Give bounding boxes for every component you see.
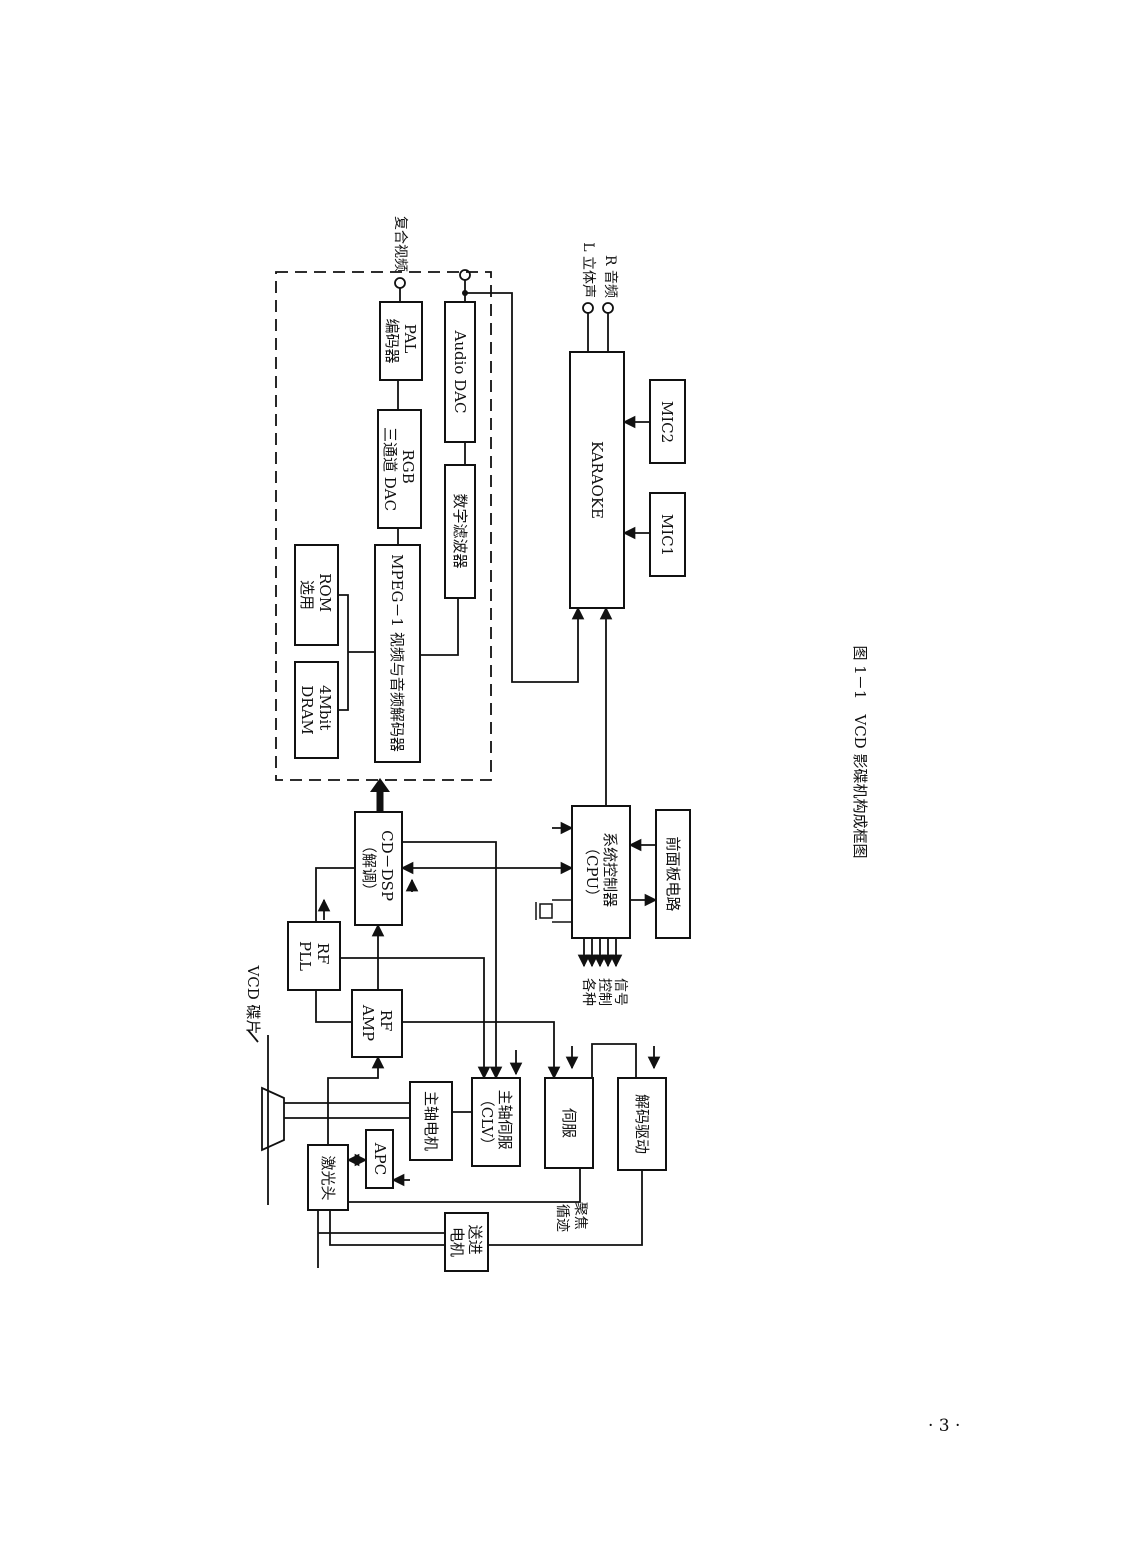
composite-video-label: 复合视频 — [392, 216, 409, 272]
rf-amp-label: RF AMP — [359, 1004, 395, 1041]
rom-label: ROM 选用 — [298, 573, 334, 617]
dram-box — [294, 661, 339, 759]
rf-pll-box — [287, 921, 341, 991]
apc-label: APC — [371, 1142, 389, 1175]
spindle-servo-box — [471, 1077, 521, 1167]
laser-head-label: 激光头 — [319, 1155, 337, 1200]
cpu-label: 系统控制器 （CPU） — [583, 832, 619, 912]
karaoke-label: KARAOKE — [588, 441, 606, 519]
mic2-box — [649, 379, 686, 464]
spindle-motor-label: 主轴电机 — [422, 1091, 440, 1151]
mic1-label: MIC1 — [658, 514, 676, 556]
audio-dac-box — [444, 301, 476, 443]
rf-pll-label: RF PLL — [296, 941, 332, 971]
feed-motor-box — [444, 1212, 489, 1272]
l-stereo-label: L 立体声 — [580, 242, 596, 298]
rom-box — [294, 544, 339, 646]
control-signals-label: 各种 控制 信号 — [580, 978, 628, 1010]
feed-motor-label: 送进 电机 — [448, 1225, 484, 1260]
mic2-label: MIC2 — [658, 401, 676, 443]
labels: VCD 碟片 激光头 APC 主轴电机 送进 电机 RF AMP RF PLL … — [244, 216, 869, 1260]
servo-box — [544, 1077, 594, 1169]
karaoke-box — [569, 351, 625, 609]
mic1-box — [649, 492, 686, 577]
cd-dsp-box — [354, 811, 403, 926]
front-panel-label: 前面板电路 — [664, 836, 682, 911]
figure-caption: 图 1－1 VCD 影碟机构成框图 — [851, 646, 869, 859]
connections — [247, 269, 661, 1268]
decode-drive-box — [617, 1077, 667, 1171]
laser-head-box — [307, 1144, 349, 1211]
audio-dac-label: Audio DAC — [451, 329, 469, 413]
cpu-box — [571, 805, 631, 939]
disc-label: VCD 碟片 — [244, 964, 262, 1034]
dram-label: 4Mbit DRAM — [298, 685, 334, 735]
pal-label: PAL 编码器 — [383, 318, 419, 363]
mpeg-label: MPEG－1 视频与音频解码器 — [388, 554, 406, 752]
rgb-dac-label: RGB 三通道 DAC — [381, 427, 417, 511]
decode-drive-label: 解码驱动 — [633, 1094, 651, 1154]
servo-label: 伺服 — [560, 1108, 578, 1138]
spindle-motor-box — [409, 1081, 453, 1161]
front-panel-box — [655, 809, 691, 939]
page-number: · 3 · — [928, 1416, 961, 1436]
focus-tracking-label: 聚焦 循迹 — [554, 1202, 588, 1234]
cd-dsp-label: CD－DSP （解调） — [360, 830, 396, 906]
spindle-servo-label: 主轴伺服 （CLV） — [478, 1090, 514, 1155]
digital-filter-label: 数字滤波器 — [451, 493, 469, 568]
digital-filter-box — [444, 464, 476, 599]
mpeg-box — [374, 544, 421, 763]
apc-box — [365, 1129, 394, 1189]
r-audio-label: R 音频 — [602, 255, 619, 298]
rgb-dac-box — [377, 409, 422, 529]
rf-amp-box — [351, 989, 403, 1058]
pal-box — [379, 301, 423, 381]
